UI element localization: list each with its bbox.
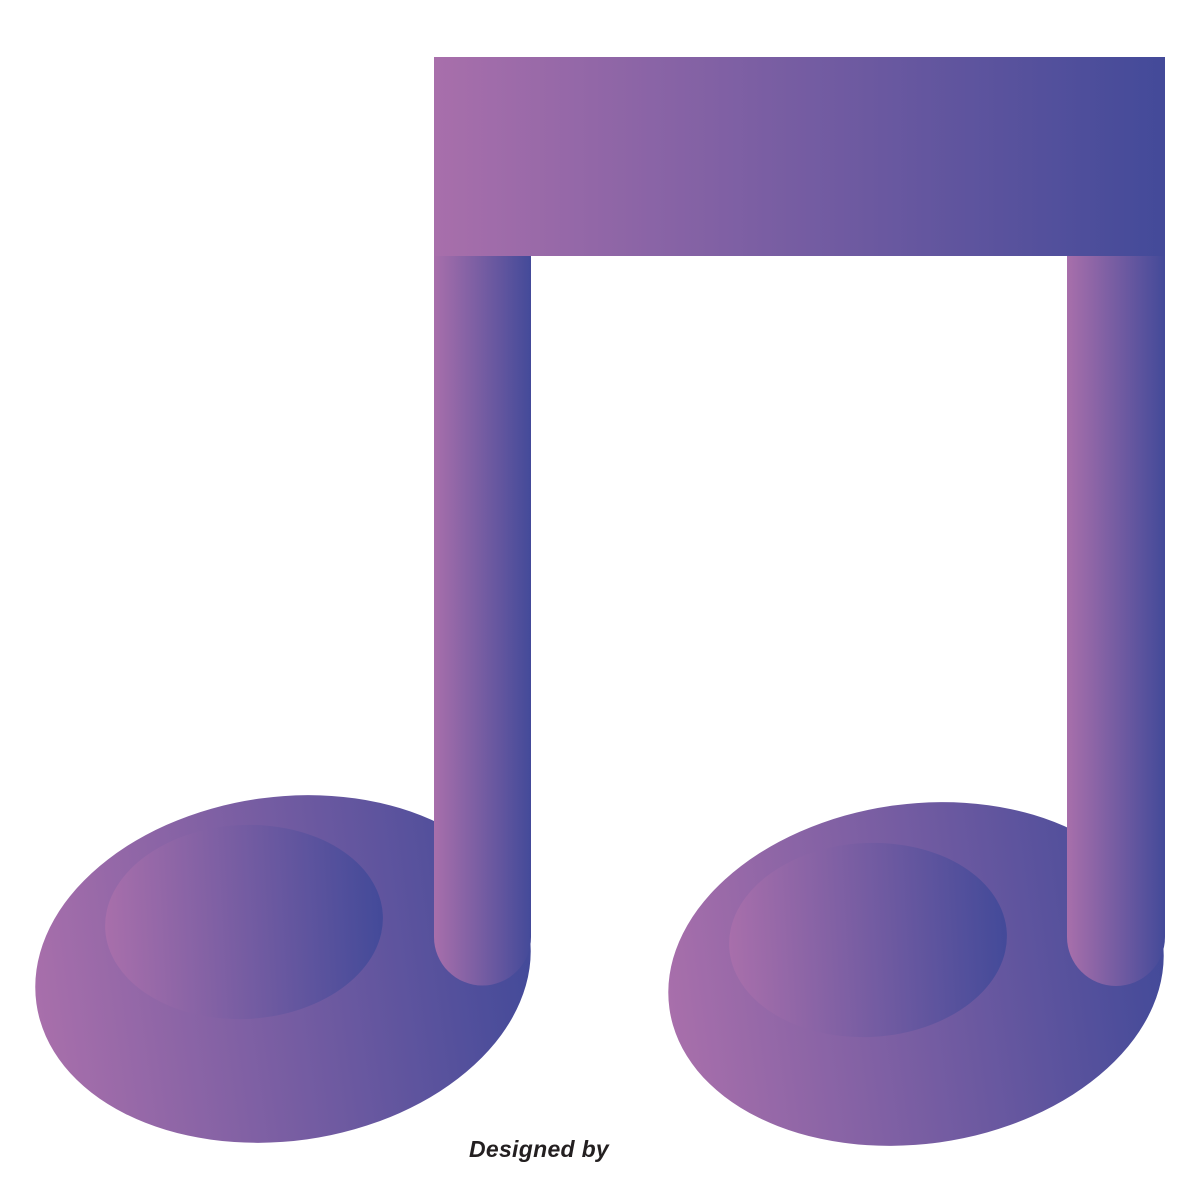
right-note-stem xyxy=(1067,230,1165,986)
right-note-head xyxy=(668,802,1164,1146)
designer-credit: Designed by xyxy=(468,1136,610,1162)
note-beam xyxy=(434,57,1165,256)
right-note-head-highlight xyxy=(729,842,1007,1038)
left-note-head xyxy=(35,795,531,1143)
left-note-stem xyxy=(434,230,531,986)
left-note-head-highlight xyxy=(105,824,383,1020)
